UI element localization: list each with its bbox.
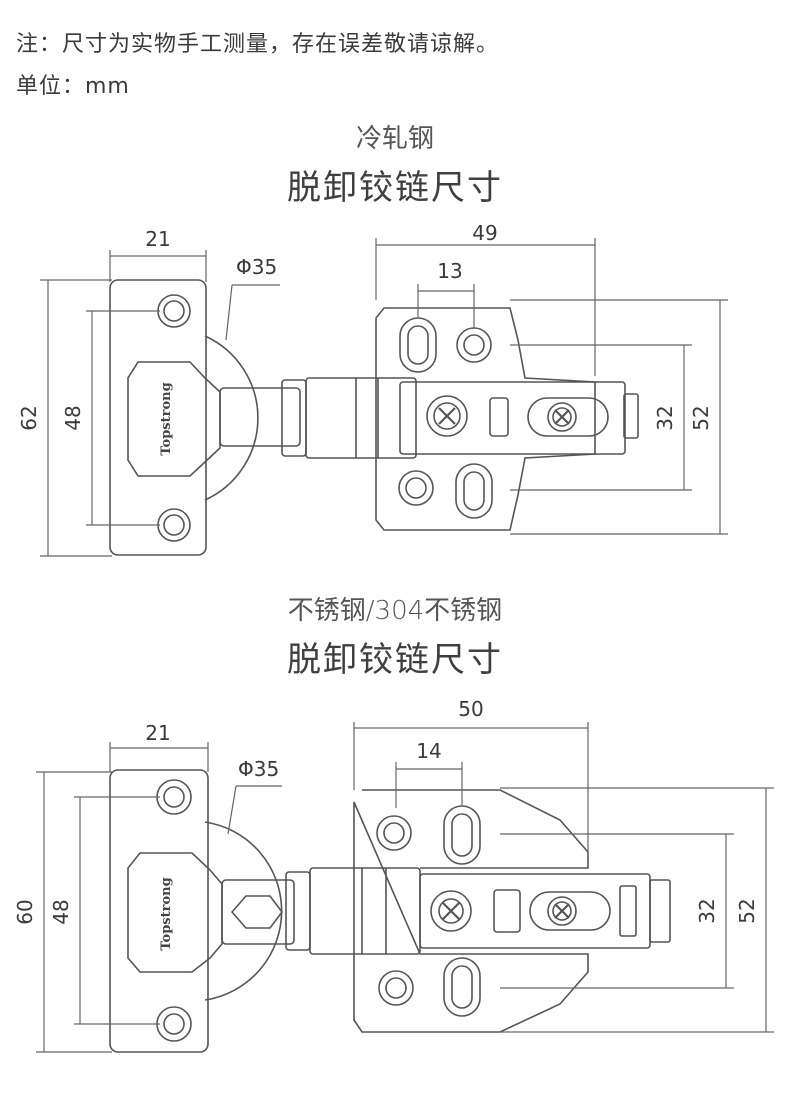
section2-material: 不锈钢/304不锈钢 <box>287 596 503 626</box>
hinge-diagram-stainless: Topstrong 21 Φ35 60 48 50 14 32 52 <box>13 697 774 1053</box>
dim-cup-diameter: Φ35 <box>238 757 279 781</box>
dim-mount-outer: 52 <box>735 898 759 923</box>
dim-mount-inner: 32 <box>653 405 677 430</box>
unit-note: 单位：mm <box>16 74 130 99</box>
dim-hole-pitch: 48 <box>49 899 73 924</box>
section1-title: 脱卸铰链尺寸 <box>287 168 503 208</box>
dim-total-width: 49 <box>472 221 497 245</box>
brand-logo: Topstrong <box>159 877 174 950</box>
dim-plate-width: 21 <box>145 721 170 745</box>
dim-cup-diameter: Φ35 <box>236 255 277 279</box>
dim-hole-spacing: 14 <box>416 739 441 763</box>
hinge-diagram-cold-rolled: Topstrong 21 Φ35 62 48 49 13 32 52 <box>17 221 728 557</box>
section1-material: 冷轧钢 <box>355 124 434 154</box>
section2-title: 脱卸铰链尺寸 <box>287 640 503 680</box>
dim-hole-spacing: 13 <box>437 259 462 283</box>
dim-plate-height: 62 <box>17 405 41 430</box>
dim-mount-outer: 52 <box>689 405 713 430</box>
measurement-note: 注：尺寸为实物手工测量，存在误差敬请谅解。 <box>16 32 500 57</box>
dim-plate-height: 60 <box>13 899 37 924</box>
dim-mount-inner: 32 <box>695 898 719 923</box>
brand-logo: Topstrong <box>159 382 174 455</box>
dim-hole-pitch: 48 <box>61 405 85 430</box>
dim-total-width: 50 <box>458 697 483 721</box>
dim-plate-width: 21 <box>145 227 170 251</box>
